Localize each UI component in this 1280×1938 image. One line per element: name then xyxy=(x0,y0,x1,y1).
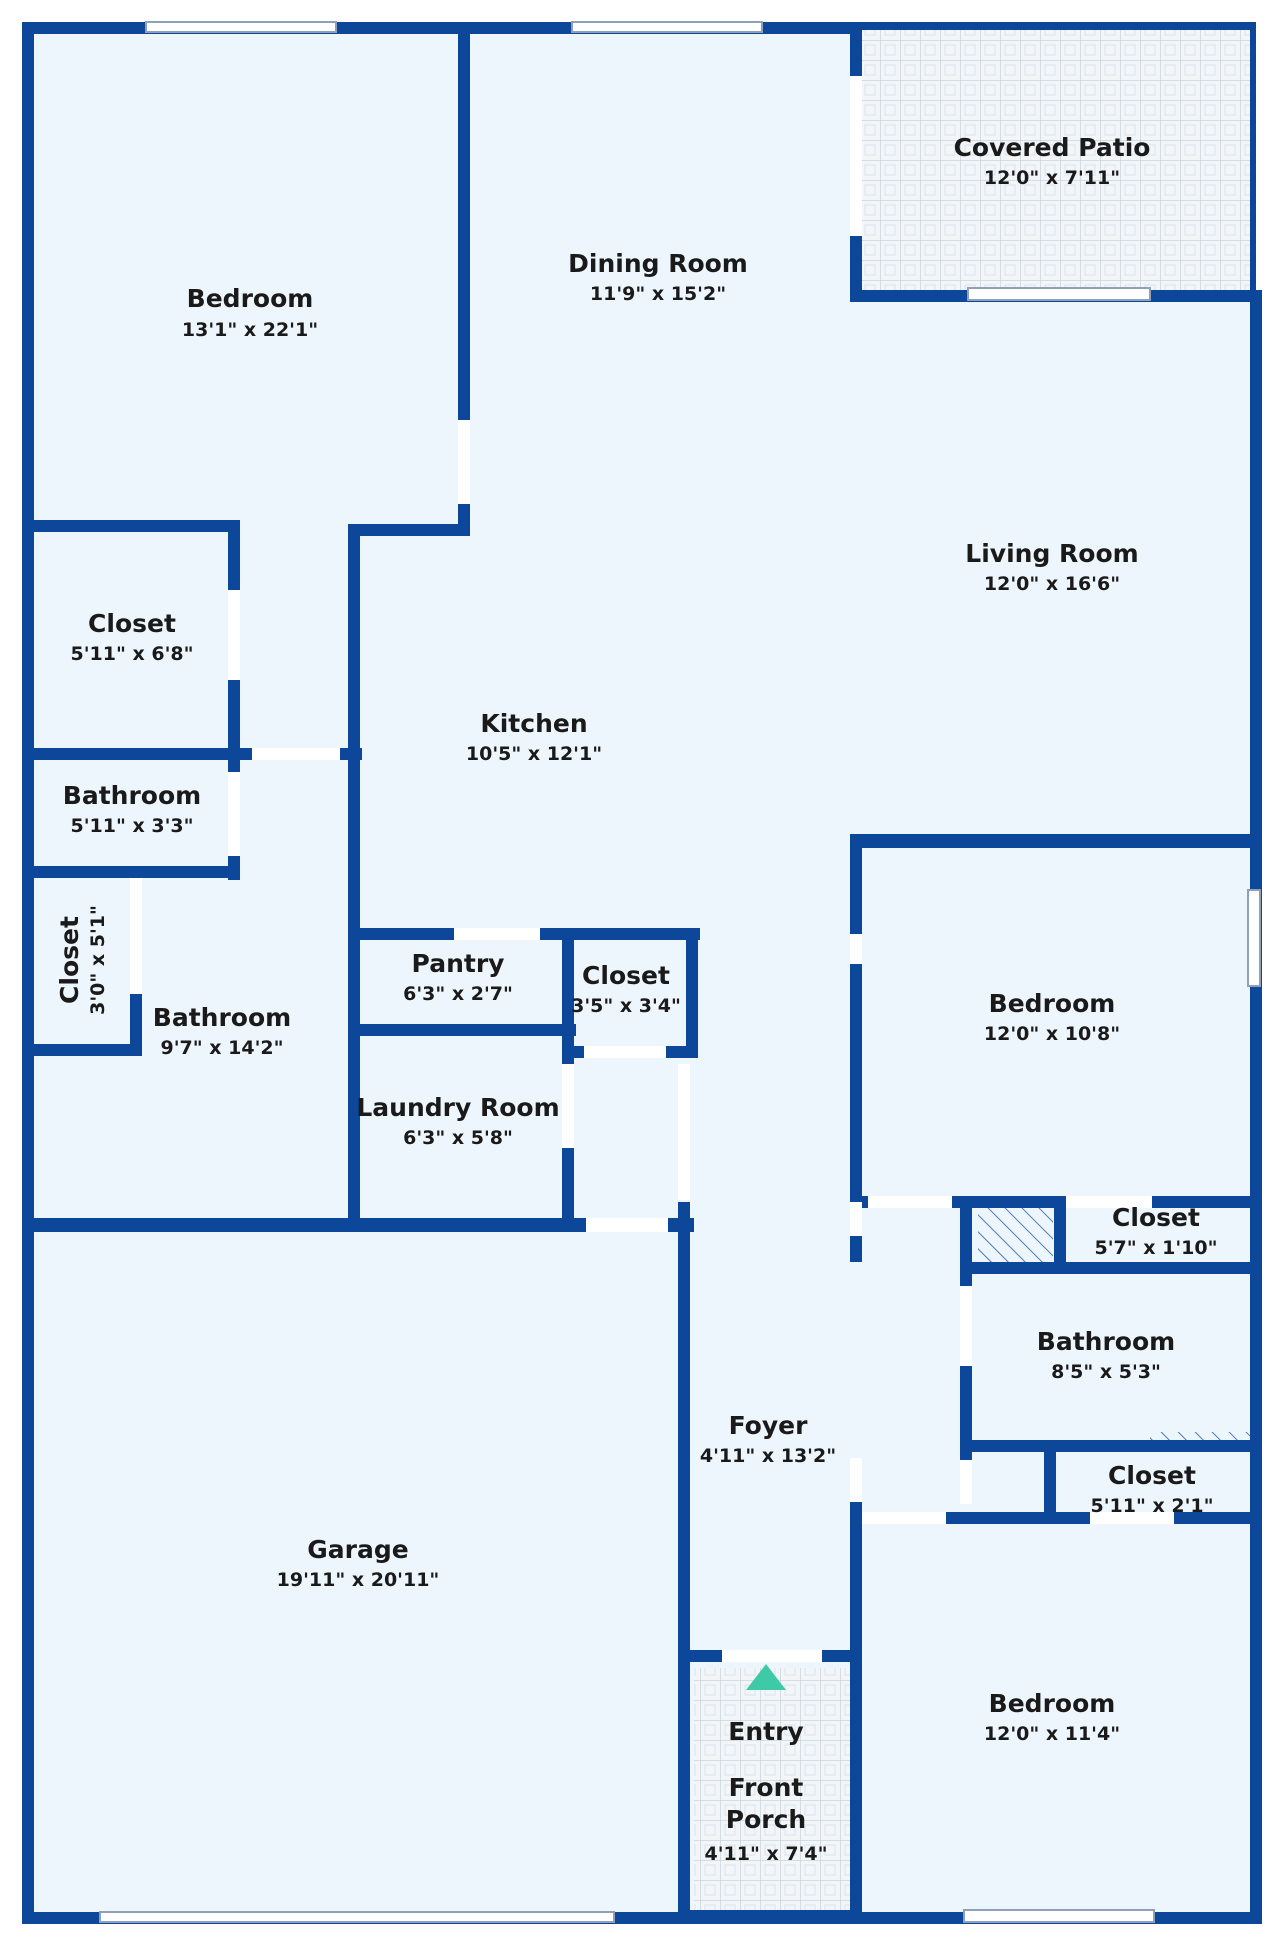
closet-w2-label: Closet 3'0" x 5'1" xyxy=(55,905,109,1015)
closet-w1-dim: 5'11" x 6'8" xyxy=(70,643,193,665)
bedroom-nw-name: Bedroom xyxy=(187,284,314,313)
garage-name: Garage xyxy=(307,1535,408,1564)
bedroom-se-name: Bedroom xyxy=(989,1689,1116,1718)
kitchen-name: Kitchen xyxy=(480,709,587,738)
bathroom-w1-name: Bathroom xyxy=(63,781,201,810)
patio-tile-pattern xyxy=(860,28,1254,292)
closet-e1-name: Closet xyxy=(1112,1203,1200,1232)
shower-hatch-icon xyxy=(978,1208,1053,1268)
bathroom-w1-dim: 5'11" x 3'3" xyxy=(70,815,193,837)
porch-name-1: Front xyxy=(729,1773,804,1802)
bedroom-e1-name: Bedroom xyxy=(989,989,1116,1018)
closet-e1-dim: 5'7" x 1'10" xyxy=(1094,1237,1217,1259)
dining-name: Dining Room xyxy=(568,249,748,278)
bathroom-e-name: Bathroom xyxy=(1037,1327,1175,1356)
entry-name: Entry xyxy=(728,1717,803,1746)
closet-w2-name: Closet xyxy=(55,916,84,1004)
garage-dim: 19'11" x 20'11" xyxy=(277,1569,440,1591)
closet-e2-name: Closet xyxy=(1108,1461,1196,1490)
closet-w1-name: Closet xyxy=(88,609,176,638)
room-labels: Bedroom 13'1" x 22'1" Closet 5'11" x 6'8… xyxy=(55,133,1218,1865)
closet-w2-dim: 3'0" x 5'1" xyxy=(87,905,109,1015)
pantry-name: Pantry xyxy=(412,949,505,978)
foyer-name: Foyer xyxy=(729,1411,808,1440)
foyer-dim: 4'11" x 13'2" xyxy=(700,1445,836,1467)
laundry-name: Laundry Room xyxy=(356,1093,559,1122)
bedroom-se-dim: 12'0" x 11'4" xyxy=(984,1723,1120,1745)
patio-dim: 12'0" x 7'11" xyxy=(984,167,1120,189)
porch-name-2: Porch xyxy=(726,1805,806,1834)
patio-name: Covered Patio xyxy=(954,133,1151,162)
openings xyxy=(99,21,1261,1923)
bathroom-e-dim: 8'5" x 5'3" xyxy=(1051,1361,1161,1383)
laundry-dim: 6'3" x 5'8" xyxy=(403,1127,513,1149)
porch-tile-pattern xyxy=(694,1668,850,1916)
kitchen-dim: 10'5" x 12'1" xyxy=(466,743,602,765)
bedroom-e1-dim: 12'0" x 10'8" xyxy=(984,1023,1120,1045)
pantry-dim: 6'3" x 2'7" xyxy=(403,983,513,1005)
dining-dim: 11'9" x 15'2" xyxy=(590,283,726,305)
bathroom-w2-dim: 9'7" x 14'2" xyxy=(160,1037,283,1059)
closet-c-dim: 3'5" x 3'4" xyxy=(571,995,681,1017)
bedroom-nw-dim: 13'1" x 22'1" xyxy=(182,319,318,341)
closet-e2-dim: 5'11" x 2'1" xyxy=(1090,1495,1213,1517)
living-dim: 12'0" x 16'6" xyxy=(984,573,1120,595)
porch-dim: 4'11" x 7'4" xyxy=(704,1843,827,1865)
entry-triangle-icon xyxy=(746,1664,786,1690)
closet-c-name: Closet xyxy=(582,961,670,990)
living-name: Living Room xyxy=(965,539,1138,568)
bathroom-w2-name: Bathroom xyxy=(153,1003,291,1032)
